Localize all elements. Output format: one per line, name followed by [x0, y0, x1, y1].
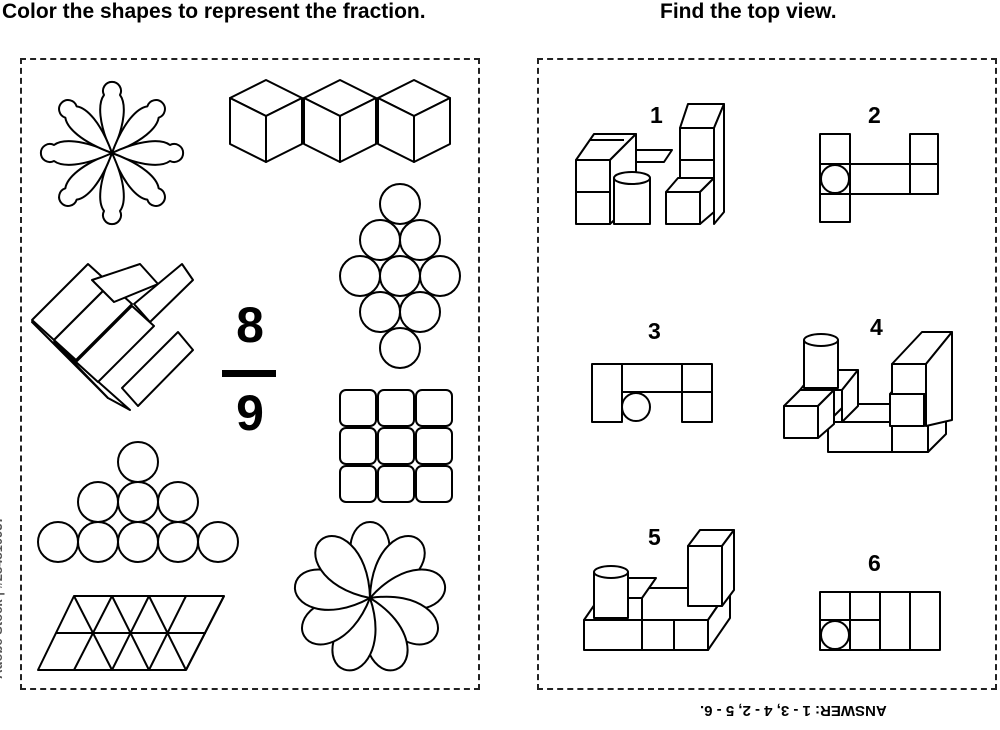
right-title: Find the top view.	[660, 0, 837, 23]
fraction-denominator: 9	[236, 385, 264, 441]
label-4: 4	[870, 314, 883, 340]
square-grid-cell	[377, 427, 415, 465]
square-grid-cell	[415, 465, 453, 503]
top-view-3[interactable]	[590, 362, 714, 424]
star-flower-shape[interactable]	[32, 78, 192, 238]
fraction-numerator: 8	[236, 297, 264, 353]
square-grid-cell	[377, 465, 415, 503]
circle-triangle-circle	[117, 521, 159, 563]
circle-triangle-circle	[157, 481, 199, 523]
stock-watermark: Adobe Stock | #284810937	[0, 516, 5, 679]
star-flower-arm	[111, 152, 166, 207]
circle-diamond-shape[interactable]	[336, 182, 466, 372]
circle-diamond-circle	[419, 255, 461, 297]
circle-triangle-circle	[117, 481, 159, 523]
label-1: 1	[650, 102, 663, 128]
circle-diamond-circle	[379, 327, 421, 369]
square-grid-cell	[377, 389, 415, 427]
star-flower-arm	[39, 140, 113, 166]
label-5: 5	[648, 524, 661, 550]
circle-diamond-circle	[359, 219, 401, 261]
top-view-6[interactable]	[818, 590, 942, 652]
triangle-strip-shape[interactable]	[36, 594, 252, 674]
circle-diamond-circle	[379, 183, 421, 225]
3d-figure-5[interactable]	[582, 528, 738, 654]
fraction-panel	[20, 58, 480, 690]
square-grid-cell	[339, 389, 377, 427]
circle-diamond-circle	[339, 255, 381, 297]
circle-triangle-circle	[157, 521, 199, 563]
circle-triangle-circle	[77, 521, 119, 563]
square-grid-cell	[339, 465, 377, 503]
circle-triangle-circle	[197, 521, 239, 563]
circle-triangle-circle	[37, 521, 79, 563]
circle-triangle-circle	[117, 441, 159, 483]
fraction-bar	[222, 370, 276, 377]
square-grid-cell	[339, 427, 377, 465]
circle-diamond-circle	[379, 255, 421, 297]
flower-petal	[314, 535, 371, 599]
circle-triangle-circle	[77, 481, 119, 523]
label-6: 6	[868, 550, 881, 576]
star-flower-arm	[58, 99, 113, 154]
circle-triangle-shape[interactable]	[36, 440, 246, 566]
left-title: Color the shapes to represent the fracti…	[2, 0, 426, 23]
square-grid-cell	[415, 389, 453, 427]
label-2: 2	[868, 102, 881, 128]
star-flower-arm	[99, 152, 125, 226]
star-flower-arm	[99, 80, 125, 154]
three-cubes-shape[interactable]	[228, 78, 456, 168]
top-view-panel	[537, 58, 997, 690]
circle-diamond-circle	[399, 291, 441, 333]
3d-figure-4[interactable]	[782, 330, 954, 454]
square-grid-shape[interactable]	[338, 388, 456, 504]
top-view-2[interactable]	[818, 132, 940, 224]
answer-key: ANSWER: 1 - 3, 4 - 2, 5 - 6.	[700, 702, 887, 719]
circle-diamond-circle	[399, 219, 441, 261]
square-grid-cell	[415, 427, 453, 465]
star-flower-arm	[58, 152, 113, 207]
3d-figure-1[interactable]	[574, 100, 734, 228]
circle-diamond-circle	[359, 291, 401, 333]
flower-shape[interactable]	[292, 520, 448, 676]
star-flower-arm	[111, 99, 166, 154]
star-flower-arm	[111, 140, 185, 166]
herringbone-shape[interactable]	[30, 262, 195, 412]
label-3: 3	[648, 318, 661, 344]
